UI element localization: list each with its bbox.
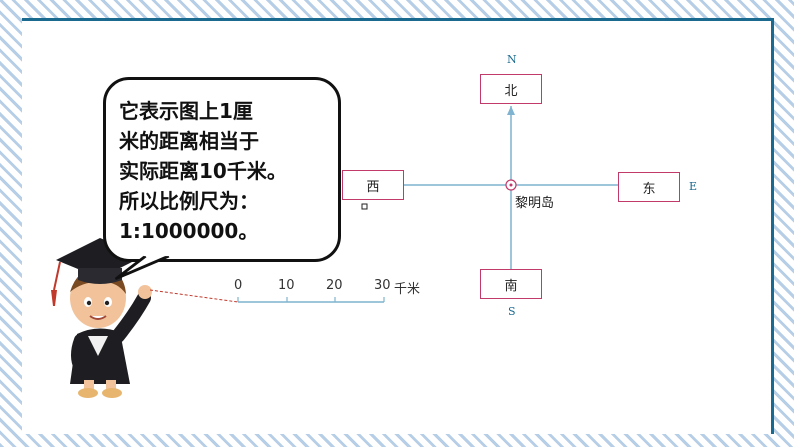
north-box: 北 xyxy=(480,74,542,104)
scale-tick-label: 30 xyxy=(374,278,391,293)
scale-tick-label: 20 xyxy=(326,278,343,293)
bubble-line: 1:1000000。 xyxy=(119,219,259,243)
top-border xyxy=(22,18,774,21)
island-label: 黎明岛 xyxy=(515,196,555,211)
scale-bar: 0 10 20 30 千米 xyxy=(172,273,472,333)
west-box: 西 xyxy=(342,170,404,200)
bubble-line: 米的距离相当于 xyxy=(119,129,259,153)
south-box: 南 xyxy=(480,269,542,299)
bubble-line: 实际距离10千米。 xyxy=(119,159,287,183)
scale-tick-label: 10 xyxy=(278,278,295,293)
north-letter: N xyxy=(507,53,517,66)
scale-ruler xyxy=(237,297,385,303)
island-marker xyxy=(505,179,517,191)
north-arrow-head xyxy=(507,106,515,115)
graduate-student-illustration xyxy=(51,238,152,398)
slide: N 北 W 西 东 E 南 S 黎明岛 xyxy=(22,18,774,434)
east-letter: E xyxy=(689,180,698,193)
scale-tick-label: 0 xyxy=(234,278,243,293)
south-letter: S xyxy=(508,305,516,318)
scale-unit: 千米 xyxy=(394,282,421,297)
east-box: 东 xyxy=(618,172,680,202)
bubble-line: 所以比例尺为： xyxy=(119,189,259,213)
right-border xyxy=(771,18,774,434)
bubble-line: 它表示图上1厘 xyxy=(119,99,253,123)
speech-bubble: 它表示图上1厘 米的距离相当于 实际距离10千米。 所以比例尺为： 1:1000… xyxy=(103,77,341,280)
bubble-tail xyxy=(115,250,173,280)
small-square-mark xyxy=(361,203,368,210)
bubble-text: 它表示图上1厘 米的距离相当于 实际距离10千米。 所以比例尺为： 1:1000… xyxy=(119,96,339,246)
